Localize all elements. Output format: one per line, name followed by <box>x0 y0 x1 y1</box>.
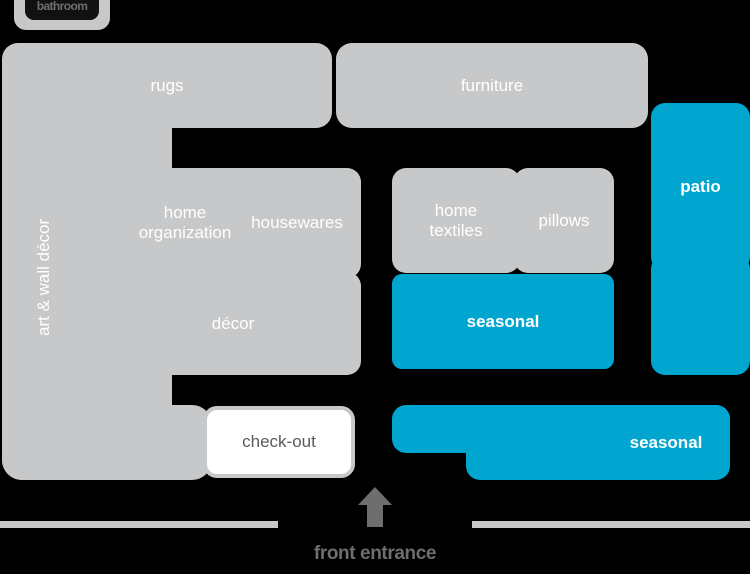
bottom-wall-left <box>0 521 278 528</box>
zone-pillows[interactable]: pillows <box>514 168 614 273</box>
zone-patio[interactable]: patio <box>651 103 750 271</box>
zone-rugs[interactable]: rugs <box>2 43 332 128</box>
zone-rugs-label: rugs <box>150 75 184 95</box>
zone-patio-label: patio <box>680 177 721 197</box>
zone-patio-extension <box>651 255 750 375</box>
front-entrance-label: front entrance <box>313 543 437 564</box>
zone-art-wall-decor-label: art & wall décor <box>34 218 53 337</box>
zone-furniture[interactable]: furniture <box>336 43 648 128</box>
zone-housewares-label: housewares <box>251 213 343 233</box>
zone-home-organization-label: home organization <box>138 203 232 242</box>
bathroom-badge-label: bathroom <box>36 0 88 13</box>
zone-seasonal-lower-label: seasonal <box>629 432 703 452</box>
zone-check-out[interactable]: check-out <box>203 406 355 478</box>
zone-seasonal-upper-label: seasonal <box>466 311 540 331</box>
bottom-wall-right <box>472 521 750 528</box>
zone-decor[interactable]: décor <box>105 272 361 375</box>
zone-seasonal-lower[interactable]: seasonal <box>466 405 730 480</box>
zone-furniture-label: furniture <box>460 75 524 95</box>
zone-housewares[interactable]: housewares <box>233 168 361 278</box>
zone-check-out-label: check-out <box>242 432 316 452</box>
zone-seasonal-upper[interactable]: seasonal <box>392 274 614 369</box>
zone-pillows-label: pillows <box>538 210 590 230</box>
zone-home-textiles-label: home textiles <box>429 200 483 240</box>
zone-decor-label: décor <box>211 313 255 333</box>
zone-home-textiles[interactable]: home textiles <box>392 168 520 273</box>
bathroom-badge[interactable]: bathroom <box>25 0 99 20</box>
